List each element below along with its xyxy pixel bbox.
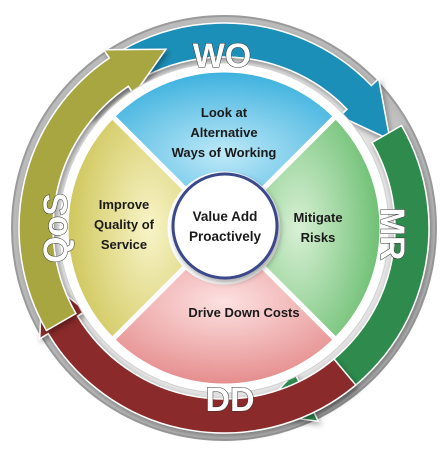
arrow-label-wo: WO [193,37,252,75]
segment-bottom-label: Drive Down Costs [188,305,299,320]
arrow-label-qos: QoS [37,193,75,263]
segment-top-line-1: Look at [201,105,248,120]
center-circle [171,172,279,280]
center-line-1: Value Add [193,209,258,224]
arrow-mr [255,124,430,423]
segment-right-line-2: Risks [301,230,336,245]
segment-top-line-2: Alternative [190,125,257,140]
arrow-ring [18,22,430,434]
segment-left-label: Improve Quality of Service [94,197,155,252]
segment-left [63,112,190,344]
segment-group [63,67,385,389]
segment-left-line-3: Service [101,237,147,252]
segment-top-line-3: Ways of Working [172,145,277,160]
segment-left-line-1: Improve [99,197,150,212]
segment-right-label: Mitigate Risks [293,210,342,245]
arrow-qos [18,48,168,332]
segment-bottom-line-1: Drive Down Costs [188,305,299,320]
segment-right-line-1: Mitigate [293,210,342,225]
segment-top-label: Look at Alternative Ways of Working [172,105,277,160]
center-line-2: Proactively [189,229,262,244]
segment-left-line-2: Quality of [94,217,155,232]
arrow-label-dd: DD [205,381,254,419]
arrow-label-mr: MR [373,208,411,261]
segment-bottom [108,262,340,389]
